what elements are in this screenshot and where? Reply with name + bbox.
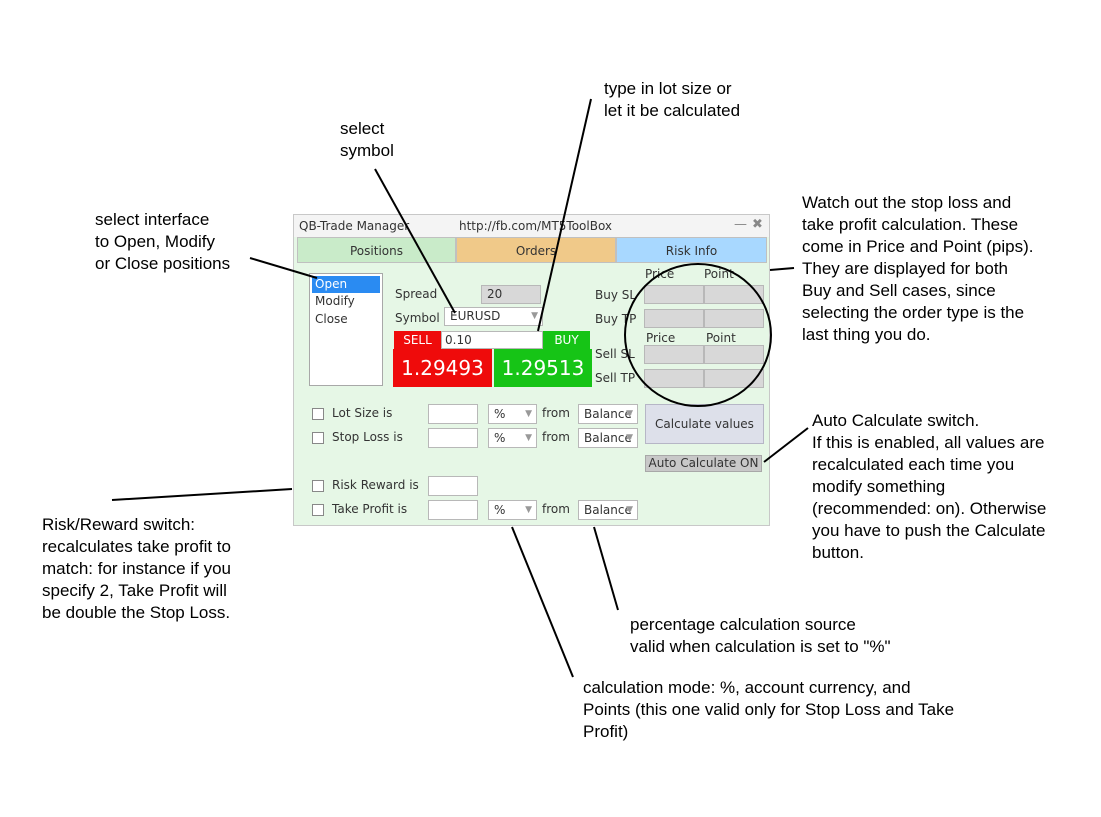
pointer-symbol [374, 168, 456, 314]
sell-tp-point [704, 369, 764, 388]
take-profit-from-label: from [542, 502, 570, 516]
symbol-select[interactable]: EURUSD ▼ [444, 307, 543, 326]
pointer-risk-reward [111, 488, 293, 501]
calculate-button[interactable]: Calculate values [645, 404, 764, 444]
sell-sl-price [644, 345, 704, 364]
buy-price[interactable]: 1.29513 [494, 349, 592, 387]
annotation-auto-calc: Auto Calculate switch. If this is enable… [812, 411, 1047, 562]
stop-loss-source-value: Balance [584, 431, 632, 445]
buy-sl-point [704, 285, 764, 304]
take-profit-label: Take Profit is [332, 502, 408, 516]
pointer-lot-size [537, 98, 592, 332]
pointer-auto-calc [763, 427, 809, 463]
chevron-down-icon: ▼ [626, 433, 633, 443]
annotation-stop-loss: Watch out the stop loss and take profit … [802, 193, 1034, 344]
take-profit-source-select[interactable]: Balance ▼ [578, 500, 638, 520]
chevron-down-icon: ▼ [525, 505, 532, 515]
title-bar[interactable]: QB-Trade Manager http://fb.com/MT5ToolBo… [294, 215, 769, 237]
chevron-down-icon: ▼ [531, 311, 538, 321]
close-icon[interactable]: ✖ [752, 217, 763, 232]
take-profit-source-value: Balance [584, 503, 632, 517]
list-item-modify[interactable]: Modify [315, 294, 355, 308]
lot-size-from-label: from [542, 406, 570, 420]
chevron-down-icon: ▼ [626, 505, 633, 515]
annotation-symbol: select symbol [340, 119, 394, 160]
stop-loss-mode-value: % [494, 431, 506, 445]
lot-size-source-select[interactable]: Balance ▼ [578, 404, 638, 424]
lot-size-value-input[interactable] [428, 404, 478, 424]
stop-loss-source-select[interactable]: Balance ▼ [578, 428, 638, 448]
window-url: http://fb.com/MT5ToolBox [459, 219, 613, 233]
spread-label: Spread [395, 287, 438, 301]
list-item-open[interactable]: Open [312, 276, 380, 293]
lot-size-mode-select[interactable]: % ▼ [488, 404, 537, 424]
point-header-sell: Point [706, 331, 736, 345]
buy-button[interactable]: BUY [543, 331, 590, 349]
sell-tp-label: Sell TP [595, 371, 636, 385]
chevron-down-icon: ▼ [626, 409, 633, 419]
pointer-percentage-source [593, 526, 619, 611]
stop-loss-checkbox[interactable] [312, 432, 324, 444]
annotation-interface: select interface to Open, Modify or Clos… [95, 210, 231, 273]
stop-loss-mode-select[interactable]: % ▼ [488, 428, 537, 448]
mode-list[interactable]: Open Modify Close [309, 273, 383, 386]
symbol-value: EURUSD [450, 309, 501, 323]
stop-loss-label: Stop Loss is [332, 430, 403, 444]
annotation-percentage-source: percentage calculation source valid when… [630, 615, 891, 656]
tab-orders[interactable]: Orders [456, 237, 616, 263]
tab-positions[interactable]: Positions [297, 237, 456, 263]
stop-loss-from-label: from [542, 430, 570, 444]
take-profit-value-input[interactable] [428, 500, 478, 520]
take-profit-mode-select[interactable]: % ▼ [488, 500, 537, 520]
lot-size-checkbox[interactable] [312, 408, 324, 420]
take-profit-mode-value: % [494, 503, 506, 517]
stop-loss-value-input[interactable] [428, 428, 478, 448]
price-header-sell: Price [646, 331, 676, 345]
buy-sl-label: Buy SL [595, 288, 637, 302]
chevron-down-icon: ▼ [525, 433, 532, 443]
spread-value: 20 [481, 285, 541, 304]
buy-tp-price [644, 309, 704, 328]
trade-manager-window: QB-Trade Manager http://fb.com/MT5ToolBo… [293, 214, 770, 526]
chevron-down-icon: ▼ [525, 409, 532, 419]
window-title: QB-Trade Manager [299, 219, 410, 233]
take-profit-checkbox[interactable] [312, 504, 324, 516]
symbol-label: Symbol [395, 311, 440, 325]
list-item-close[interactable]: Close [315, 312, 348, 326]
sell-tp-price [644, 369, 704, 388]
lot-size-input[interactable]: 0.10 [441, 331, 543, 349]
annotation-lot-size: type in lot size or let it be calculated [604, 79, 741, 120]
lot-size-source-value: Balance [584, 407, 632, 421]
sell-sl-label: Sell SL [595, 347, 635, 361]
sell-price[interactable]: 1.29493 [393, 349, 492, 387]
tab-risk-info[interactable]: Risk Info [616, 237, 767, 263]
lot-size-mode-value: % [494, 407, 506, 421]
risk-reward-label: Risk Reward is [332, 478, 419, 492]
sell-button[interactable]: SELL [394, 331, 441, 349]
pointer-stop-loss [769, 267, 795, 271]
buy-tp-point [704, 309, 764, 328]
annotation-calc-mode: calculation mode: %, account currency, a… [583, 678, 955, 741]
point-header-buy: Point [704, 267, 734, 281]
risk-reward-checkbox[interactable] [312, 480, 324, 492]
sell-sl-point [704, 345, 764, 364]
annotation-risk-reward: Risk/Reward switch: recalculates take pr… [42, 515, 231, 622]
buy-sl-price [644, 285, 704, 304]
auto-calculate-toggle[interactable]: Auto Calculate ON [645, 455, 762, 472]
stop-loss-highlight-ellipse [624, 263, 772, 407]
minimize-icon[interactable]: — [734, 217, 747, 232]
risk-reward-input[interactable] [428, 476, 478, 496]
pointer-interface [249, 257, 318, 279]
pointer-calc-mode [511, 526, 574, 678]
lot-size-label: Lot Size is [332, 406, 393, 420]
